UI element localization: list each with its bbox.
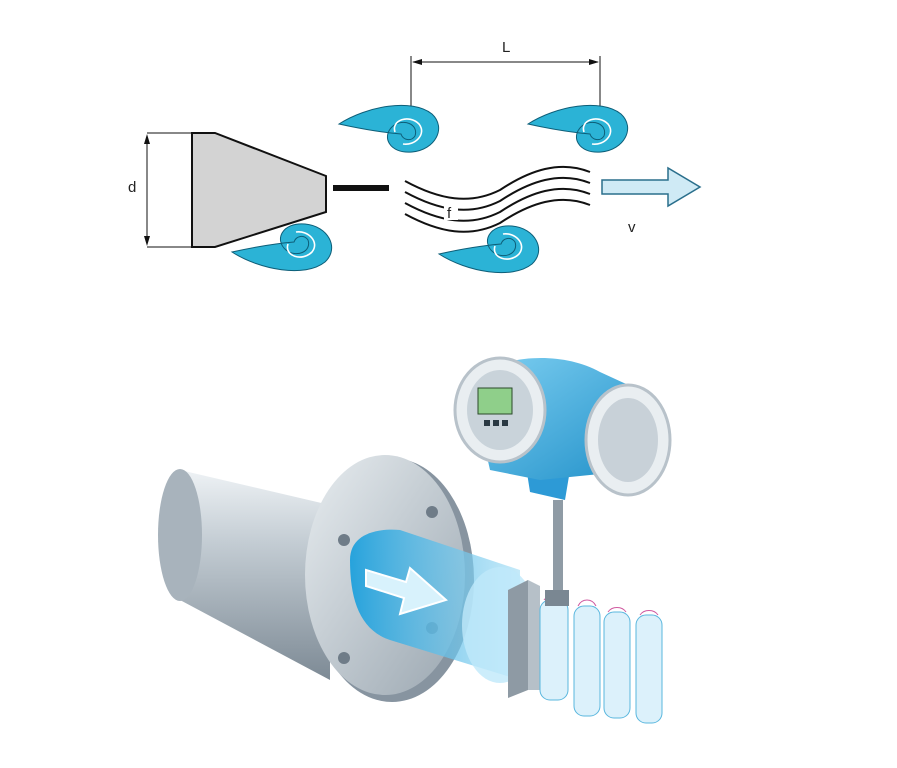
sensor-bar — [333, 185, 389, 191]
vortex-top-2 — [527, 104, 629, 153]
pipe — [158, 469, 330, 680]
display-cover — [453, 356, 547, 464]
label-L: L — [502, 39, 510, 56]
shedder-bar — [508, 580, 540, 698]
transmitter — [453, 356, 672, 606]
lcd-display — [477, 387, 513, 415]
vortex-tubes — [539, 595, 663, 724]
label-d: d — [128, 179, 136, 196]
label-f: f — [447, 205, 452, 222]
wave-lines — [404, 165, 591, 233]
vortex-bottom-2 — [438, 225, 540, 274]
flow-direction-arrow — [365, 566, 448, 616]
vortex-top-1 — [338, 104, 440, 153]
flow-arrow — [601, 166, 702, 208]
rear-cover — [584, 383, 672, 497]
label-v: v — [628, 219, 636, 236]
bluff-body — [191, 132, 327, 248]
dimension-d: d — [128, 132, 192, 248]
